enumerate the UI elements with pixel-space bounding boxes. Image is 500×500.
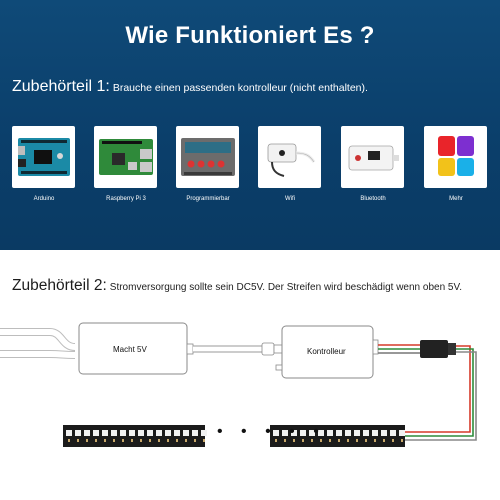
led-resistor [104, 439, 106, 442]
led-chip [183, 430, 189, 436]
led-chip [309, 430, 315, 436]
led-chip [390, 430, 396, 436]
accessory-2-prefix: Zubehörteil 2: [12, 277, 107, 294]
led-chip [192, 430, 198, 436]
led-chip [66, 430, 72, 436]
caption-programmable: Programmierbar [186, 196, 230, 202]
led-chip [300, 430, 306, 436]
led-resistor [401, 439, 403, 442]
caption-wifi: Wifi [285, 196, 295, 202]
led-chip [354, 430, 360, 436]
controller-card-more[interactable] [424, 126, 487, 188]
accessory-2-heading: Zubehörteil 2:Stromversorgung sollte sei… [12, 277, 462, 295]
accessory-1-prefix: Zubehörteil 1: [12, 78, 110, 95]
caption-more: Mehr [449, 196, 463, 202]
led-resistor [284, 439, 286, 442]
power-adapter-label: Macht 5V [113, 345, 147, 354]
led-resistor [311, 439, 313, 442]
led-resistor [293, 439, 295, 442]
led-chip [327, 430, 333, 436]
caption-bluetooth: Bluetooth [360, 196, 386, 202]
led-chip [165, 430, 171, 436]
led-resistor [392, 439, 394, 442]
page-title: Wie Funktioniert Es ? [125, 22, 375, 49]
led-chip [174, 430, 180, 436]
led-resistor [194, 439, 196, 442]
led-resistor [203, 439, 205, 442]
led-resistor [77, 439, 79, 442]
led-chip [363, 430, 369, 436]
led-resistor [113, 439, 115, 442]
led-resistor [95, 439, 97, 442]
led-resistor [86, 439, 88, 442]
bluetooth-controller-icon [348, 145, 399, 171]
led-resistor [329, 439, 331, 442]
led-resistor [149, 439, 151, 442]
led-chip [120, 430, 126, 436]
led-resistor [383, 439, 385, 442]
controller-box-label: Kontrolleur [307, 347, 346, 356]
led-chip [318, 430, 324, 436]
strip-continuation-dots: • • • • • [217, 423, 326, 440]
led-chip [111, 430, 117, 436]
led-chip [75, 430, 81, 436]
led-resistor [356, 439, 358, 442]
led-resistor [347, 439, 349, 442]
controller-card-programmable[interactable] [176, 126, 239, 188]
controller-card-wifi[interactable] [258, 126, 321, 188]
led-chip [336, 430, 342, 436]
led-resistor [302, 439, 304, 442]
wifi-controller-icon [267, 143, 316, 177]
accessory-1-heading: Zubehörteil 1:Brauche einen passenden ko… [12, 78, 368, 96]
led-chip [129, 430, 135, 436]
arduino-board-icon [18, 138, 70, 176]
led-chip [147, 430, 153, 436]
led-resistor [275, 439, 277, 442]
led-resistor [167, 439, 169, 442]
led-resistor [320, 439, 322, 442]
led-resistor [338, 439, 340, 442]
controller-card-arduino[interactable] [12, 126, 75, 188]
led-resistor [185, 439, 187, 442]
raspberry-pi-board-icon [99, 139, 153, 175]
wiring-diagram [0, 322, 477, 447]
dc-plug [261, 342, 275, 356]
led-chip [84, 430, 90, 436]
led-chip [282, 430, 288, 436]
led-chip [102, 430, 108, 436]
led-chip [381, 430, 387, 436]
accessory-1-text: Brauche einen passenden kontrolleur (nic… [112, 82, 368, 94]
programmable-controller-icon [181, 138, 235, 176]
led-chip [273, 430, 279, 436]
led-resistor [131, 439, 133, 442]
led-resistor [158, 439, 160, 442]
led-chip [201, 430, 207, 436]
led-chip [93, 430, 99, 436]
led-resistor [122, 439, 124, 442]
caption-arduino: Arduino [33, 196, 55, 202]
led-chip [138, 430, 144, 436]
led-resistor [140, 439, 142, 442]
led-chip [291, 430, 297, 436]
led-chip [156, 430, 162, 436]
led-chip [372, 430, 378, 436]
controller-card-bluetooth[interactable] [341, 126, 404, 188]
led-chip [399, 430, 405, 436]
more-options-icon [438, 136, 474, 176]
header-banner [0, 0, 500, 250]
caption-raspberry: Raspberry Pi 3 [106, 196, 146, 202]
led-chip [345, 430, 351, 436]
led-resistor [365, 439, 367, 442]
controller-card-raspberry[interactable] [94, 126, 157, 188]
accessory-2-text: Stromversorgung sollte sein DC5V. Der St… [109, 282, 463, 293]
controller-cards [12, 126, 488, 188]
sm-connector [420, 340, 448, 358]
led-resistor [68, 439, 70, 442]
led-resistor [176, 439, 178, 442]
led-resistor [374, 439, 376, 442]
